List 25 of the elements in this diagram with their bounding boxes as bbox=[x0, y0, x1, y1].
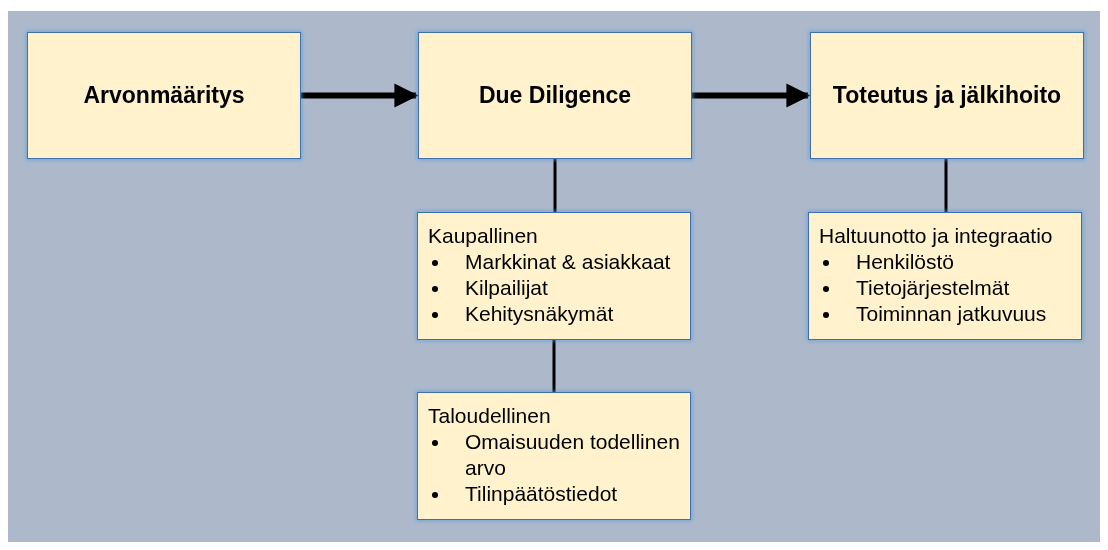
bullet-text: Toiminnan jatkuvuus bbox=[856, 302, 1047, 325]
arrow bbox=[301, 83, 419, 108]
connector-line bbox=[553, 159, 557, 212]
bullet-text: Omaisuuden todellinen arvo bbox=[465, 430, 680, 479]
box-heading: Taloudellinen bbox=[428, 403, 551, 429]
bullet-text: Markkinat & asiakkaat bbox=[465, 250, 671, 273]
bullet-text: Tilinpäätöstiedot bbox=[465, 482, 618, 505]
arrow bbox=[692, 83, 811, 108]
connector-line bbox=[552, 340, 556, 392]
bullet-text: Kilpailijat bbox=[465, 276, 548, 299]
stage-title: Toteutus ja jälkihoito bbox=[832, 82, 1062, 109]
detail-box bbox=[417, 392, 691, 520]
bullet-text: Kehitysnäkymät bbox=[465, 302, 614, 325]
detail-box bbox=[808, 212, 1082, 340]
stage-title: Due Diligence bbox=[478, 82, 632, 109]
detail-box bbox=[417, 212, 691, 340]
box-heading: Kaupallinen bbox=[428, 223, 538, 249]
bullet-text: Henkilöstö bbox=[856, 250, 955, 273]
connector-line bbox=[944, 159, 948, 212]
process-box bbox=[27, 32, 301, 159]
process-box bbox=[418, 32, 692, 159]
stage-title: Arvonmääritys bbox=[83, 82, 245, 109]
bullet-text: Tietojärjestelmät bbox=[856, 276, 1010, 299]
process-box bbox=[810, 32, 1084, 159]
box-heading: Haltuunotto ja integraatio bbox=[819, 223, 1053, 249]
